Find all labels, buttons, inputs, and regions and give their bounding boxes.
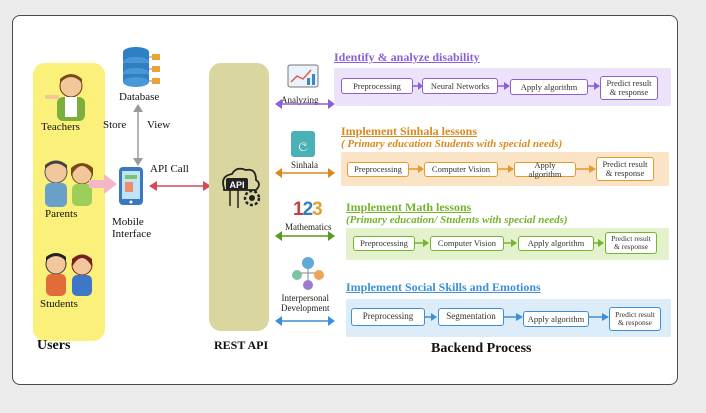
analyzing-arrow <box>275 99 335 109</box>
section-1-step-4: Predict result & response <box>600 76 658 100</box>
section-2-flow-arrows <box>409 165 596 173</box>
section-4-flow-arrows <box>425 313 609 321</box>
sinhala-arrow <box>275 168 335 178</box>
section-2-step-1: Preprocessing <box>347 162 409 177</box>
module-connector-arrows <box>275 99 335 326</box>
section-2-step-2: Computer Vision <box>424 162 498 177</box>
numbers-123-icon: 123 <box>293 199 323 220</box>
section-3-title: Implement Math lessons <box>346 200 472 214</box>
interpersonal-arrow <box>275 316 335 326</box>
section-4-step-2: Segmentation <box>438 308 504 326</box>
section-4-step-1: Preprocessing <box>351 308 425 326</box>
section-2-step-3: Apply algorithm <box>514 160 576 178</box>
mobile-interface-label: Mobile Interface <box>112 216 152 240</box>
section-3-flow-arrows <box>415 239 604 247</box>
section-4-step-3: Apply algorithm <box>523 311 589 327</box>
section-2-title: Implement Sinhala lessons <box>341 124 478 138</box>
section-1-step-2: Neural Networks <box>422 78 498 94</box>
interpersonal-label: Interpersonal Development <box>281 293 330 313</box>
parents-label: Parents <box>45 208 78 220</box>
section-4-title: Implement Social Skills and Emotions <box>346 280 541 294</box>
students-label: Students <box>40 298 78 310</box>
rest-api-title: REST API <box>214 338 269 352</box>
database-label: Database <box>119 91 160 103</box>
section-1-step-1: Preprocessing <box>341 78 413 94</box>
section-3-step-4: Predict result & response <box>605 232 657 254</box>
store-view-arrow <box>133 104 143 166</box>
mobile-phone-icon <box>119 167 143 205</box>
analyzing-label: Analyzing <box>281 95 319 105</box>
section-3-step-2: Computer Vision <box>430 236 504 251</box>
section-3-subtitle: (Primary education/ Students with specia… <box>346 214 568 226</box>
section-1-title: Identify & analyze disability <box>334 50 480 64</box>
students-figure-icon <box>45 253 93 296</box>
analyzing-chart-icon <box>287 64 319 88</box>
api-chip-text: API <box>229 180 244 190</box>
api-call-arrow <box>149 181 211 191</box>
mathematics-label: Mathematics <box>285 222 332 232</box>
database-icon <box>123 47 160 87</box>
view-label: View <box>147 119 171 131</box>
section-2-subtitle: ( Primary education Students with specia… <box>341 138 563 150</box>
svg-text:ල: ල <box>298 137 307 152</box>
teacher-figure-icon <box>45 74 85 121</box>
interpersonal-people-icon <box>292 257 324 290</box>
section-3-step-3: Apply algorithm <box>518 236 594 251</box>
section-4-step-4: Predict result & response <box>609 307 661 331</box>
users-to-mobile-arrow <box>89 174 117 194</box>
teachers-label: Teachers <box>41 121 80 133</box>
users-title: Users <box>37 338 71 353</box>
api-call-label: API Call <box>150 163 189 175</box>
sinhala-letter-icon: ල <box>291 131 315 157</box>
section-1-flow-arrows <box>413 82 600 90</box>
mathematics-arrow <box>275 231 335 241</box>
parents-figure-icon <box>44 160 93 207</box>
diagram-frame: Teachers Parents Students Users <box>12 15 678 385</box>
sinhala-label: Sinhala <box>291 160 318 170</box>
section-3-step-1: Preprocessing <box>353 236 415 251</box>
api-gear-icon: API <box>222 167 261 208</box>
backend-process-title: Backend Process <box>431 341 532 356</box>
section-2-step-4: Predict result & response <box>596 157 654 181</box>
section-1-step-3: Apply algorithm <box>510 79 588 95</box>
store-label: Store <box>103 119 127 131</box>
